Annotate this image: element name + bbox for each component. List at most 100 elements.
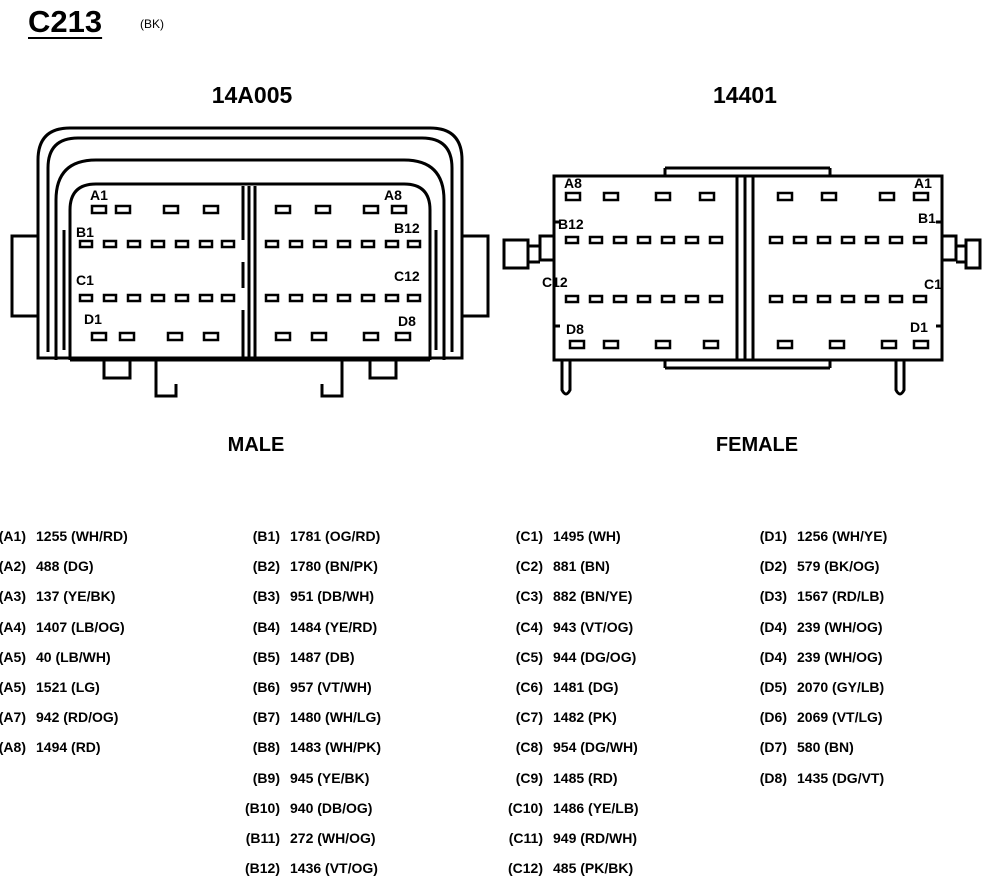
pinout-row-d: (D1)1256 (WH/YE): [741, 528, 887, 544]
pin-id: (D8): [759, 769, 787, 786]
circuit-value: 882 (BN/YE): [553, 588, 633, 605]
pinout-row-c: (C7)1482 (PK): [497, 709, 617, 725]
pin-id: (B3): [252, 588, 280, 605]
pin-id: (C4): [515, 618, 543, 635]
pinout-row-b: (B11)272 (WH/OG): [234, 830, 376, 846]
male-label-b1: B1: [76, 224, 94, 240]
female-label-d1: D1: [910, 319, 928, 335]
pin-id: (C10): [507, 799, 543, 816]
female-label-a1: A1: [914, 175, 932, 191]
pin-id: (B4): [252, 618, 280, 635]
pinout-row-a: (A5) 40 (LB/WH): [0, 649, 111, 665]
pinout-row-b: (B1)1781 (OG/RD): [234, 528, 380, 544]
pin-id: (D5): [759, 679, 787, 695]
pinout-row-a: (A4)1407 (LB/OG): [0, 619, 125, 635]
male-gender-label: MALE: [227, 434, 285, 456]
pin-id: (A3): [0, 588, 26, 605]
male-label-d8: D8: [398, 313, 416, 329]
connector-color-code: (BK): [140, 17, 164, 31]
circuit-value: 940 (DB/OG): [290, 799, 373, 816]
pinout-row-a: (A2) 488 (DG): [0, 558, 94, 574]
pin-id: (B9): [252, 769, 280, 786]
circuit-value: 1481 (DG): [553, 679, 619, 695]
circuit-value: 2070 (GY/LB): [797, 679, 885, 695]
circuit-value: 881 (BN): [553, 558, 610, 575]
pin-id: (B2): [252, 558, 280, 575]
pinout-row-a: (A5)1521 (LG): [0, 679, 100, 695]
pin-id: (C9): [515, 769, 543, 786]
circuit-value: 2069 (VT/LG): [797, 709, 883, 726]
pinout-row-c: (C12)485 (PK/BK): [497, 860, 633, 876]
pin-id: (D1): [759, 528, 787, 544]
circuit-value: 943 (VT/OG): [553, 618, 634, 635]
pin-id: (D6): [759, 709, 787, 726]
pinout-row-a: (A1) 1255 (WH/RD): [0, 528, 128, 544]
female-label-c1: C1: [924, 276, 942, 292]
pinout-row-c: (C3)882 (BN/YE): [497, 588, 633, 605]
pin-id: (C5): [515, 648, 543, 665]
circuit-value: 580 (BN): [797, 739, 854, 756]
female-label-c12: C12: [542, 274, 568, 290]
circuit-value: 1780 (BN/PK): [290, 558, 378, 575]
pinout-row-d: (D3) 1567 (RD/LB): [741, 588, 884, 604]
circuit-value: 272 (WH/OG): [290, 830, 376, 846]
pin-id: (B10): [244, 799, 280, 816]
circuit-value: 40 (LB/WH): [36, 648, 111, 665]
pinout-row-b: (B6) 957 (VT/WH): [234, 679, 372, 695]
pin-id: (B1): [252, 528, 280, 544]
pin-id: (A5): [0, 679, 26, 695]
circuit-value: 1485 (RD): [553, 769, 618, 786]
pinout-row-d: (D6) 2069 (VT/LG): [741, 709, 883, 725]
circuit-value: 1255 (WH/RD): [36, 528, 128, 544]
circuit-value: 579 (BK/OG): [797, 558, 880, 575]
pin-id: (A8): [0, 739, 26, 756]
circuit-value: 954 (DG/WH): [553, 739, 638, 756]
female-label-a8: A8: [564, 175, 582, 191]
circuit-value: 1435 (DG/VT): [797, 769, 885, 786]
circuit-value: 1483 (WH/PK): [290, 739, 382, 756]
male-label-a8: A8: [384, 187, 402, 203]
circuit-value: 949 (RD/WH): [553, 830, 638, 846]
circuit-value: 1436 (VT/OG): [290, 860, 378, 877]
pinout-row-b: (B7) 1480 (WH/LG): [234, 709, 381, 725]
pin-id: (B6): [252, 679, 280, 695]
male-connector-drawing: A1 A8 B1 B12 C1 C12 D1 D8: [10, 126, 982, 398]
pin-id: (D4): [759, 648, 787, 665]
pinout-row-d: (D8) 1435 (DG/VT): [741, 770, 884, 786]
pinout-row-b: (B4)1484 (YE/RD): [234, 619, 377, 635]
male-label-c1: C1: [76, 272, 94, 288]
circuit-value: 485 (PK/BK): [553, 860, 634, 877]
circuit-value: 944 (DG/OG): [553, 648, 637, 665]
pinout-row-a: (A7)942 (RD/OG): [0, 709, 118, 725]
pin-id: (A1): [0, 528, 26, 544]
pin-id: (C8): [515, 739, 543, 756]
pin-id: (A5): [0, 648, 26, 665]
pinout-row-a: (A8)1494 (RD): [0, 739, 101, 755]
pin-id: (B7): [252, 709, 280, 726]
male-label-c12: C12: [394, 268, 420, 284]
female-connector-drawing: [502, 166, 982, 396]
circuit-value: 1495 (WH): [553, 528, 621, 544]
pin-id: (C11): [508, 830, 543, 846]
circuit-value: 951 (DB/WH): [290, 588, 375, 605]
female-gender-label: FEMALE: [715, 434, 799, 456]
pin-id: (A2): [0, 558, 26, 575]
pin-id: (B5): [252, 648, 280, 665]
pin-id: (D4): [759, 618, 787, 635]
circuit-value: 1487 (DB): [290, 648, 355, 665]
pinout-row-d: (D5) 2070 (GY/LB): [741, 679, 884, 695]
pin-id: (B8): [252, 739, 280, 756]
circuit-value: 239 (WH/OG): [797, 648, 883, 665]
female-part-number: 14401: [713, 82, 777, 108]
circuit-value: 488 (DG): [36, 558, 94, 575]
circuit-value: 1480 (WH/LG): [290, 709, 382, 726]
circuit-value: 957 (VT/WH): [290, 679, 372, 695]
pinout-row-c: (C9) 1485 (RD): [497, 770, 618, 786]
pin-id: (D3): [759, 588, 787, 605]
pin-id: (A7): [0, 709, 26, 726]
circuit-value: 1567 (RD/LB): [797, 588, 885, 605]
pinout-row-c: (C2)881 (BN): [497, 558, 610, 574]
pinout-row-d: (D4) 239 (WH/OG): [741, 649, 883, 665]
male-label-b12: B12: [394, 220, 420, 236]
pinout-row-b: (B8) 1483 (WH/PK): [234, 739, 381, 755]
